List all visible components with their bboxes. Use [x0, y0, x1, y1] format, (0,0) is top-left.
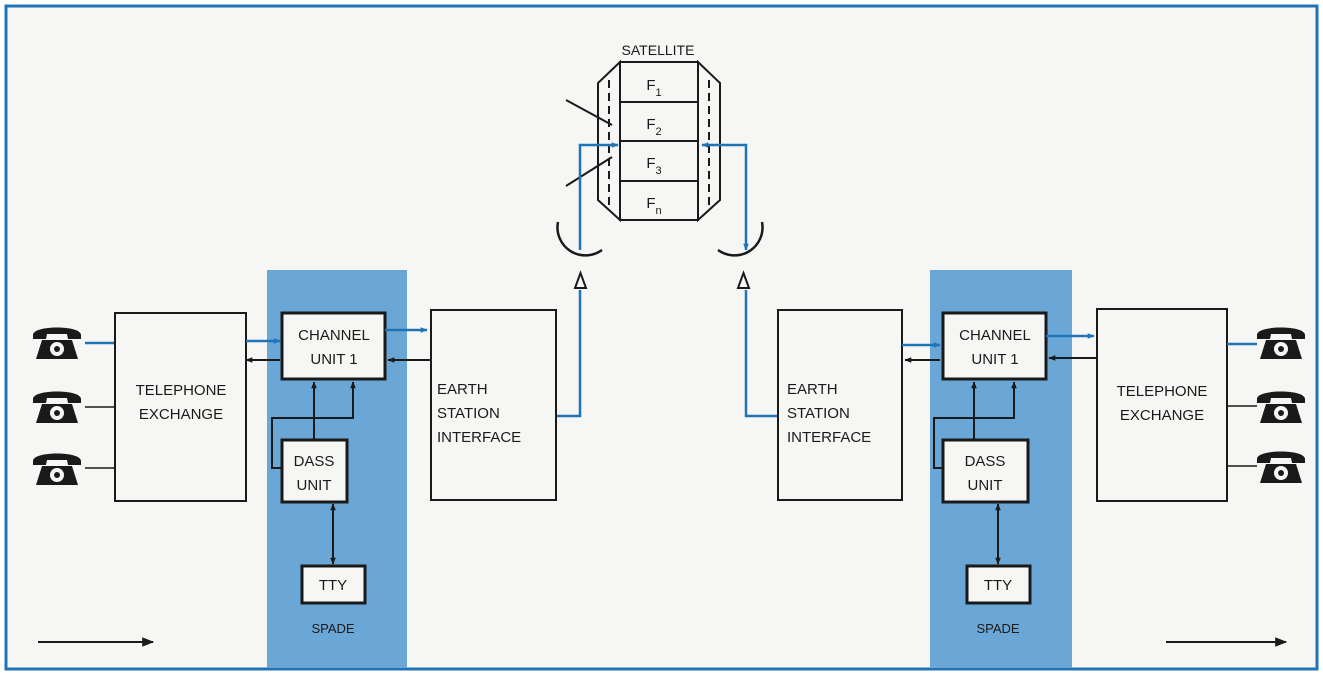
- exchange-label: EXCHANGE: [139, 406, 223, 423]
- earth-station-label: STATION: [787, 405, 850, 422]
- earth-station-label: INTERFACE: [787, 429, 871, 446]
- tty-label: TTY: [984, 577, 1012, 594]
- earth-station-label: STATION: [437, 405, 500, 422]
- channel-unit-label: UNIT 1: [971, 351, 1018, 368]
- spade-label-left: SPADE: [311, 621, 354, 636]
- dass-label: DASS: [294, 453, 335, 470]
- channel-unit-left: [282, 313, 385, 379]
- channel-unit-right: [943, 313, 1046, 379]
- telephone-exchange-right: [1097, 309, 1227, 501]
- channel-unit-label: CHANNEL: [298, 327, 370, 344]
- earth-station-label: EARTH: [787, 381, 838, 398]
- spade-label-right: SPADE: [976, 621, 1019, 636]
- exchange-label: TELEPHONE: [1117, 383, 1208, 400]
- exchange-label: EXCHANGE: [1120, 407, 1204, 424]
- earth-station-label: INTERFACE: [437, 429, 521, 446]
- earth-station-label: EARTH: [437, 381, 488, 398]
- exchange-label: TELEPHONE: [136, 382, 227, 399]
- channel-unit-label: UNIT 1: [310, 351, 357, 368]
- tty-label: TTY: [319, 577, 347, 594]
- dass-label: DASS: [965, 453, 1006, 470]
- channel-unit-label: CHANNEL: [959, 327, 1031, 344]
- dass-label: UNIT: [297, 477, 332, 494]
- dass-label: UNIT: [968, 477, 1003, 494]
- satellite-label: SATELLITE: [622, 42, 695, 58]
